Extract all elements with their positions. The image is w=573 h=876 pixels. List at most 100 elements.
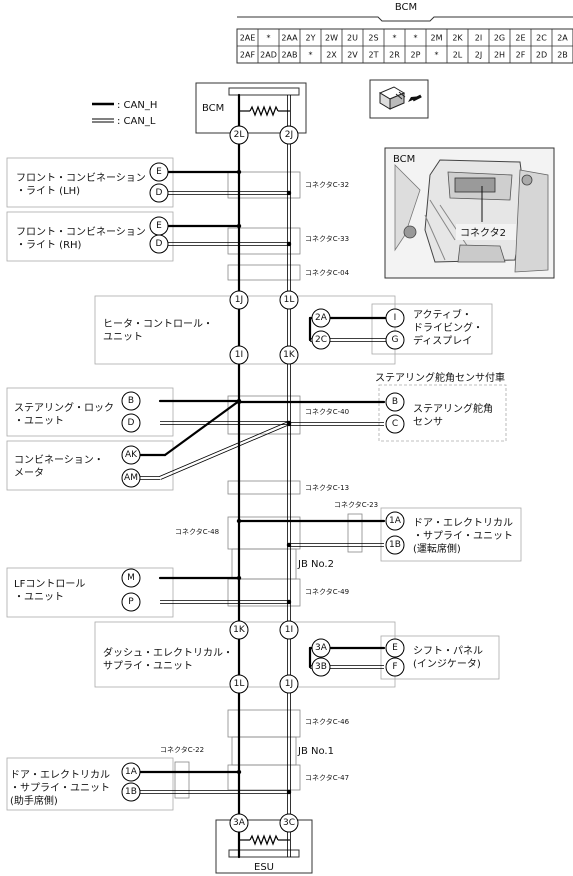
pin-circle: [121, 762, 141, 782]
pin-label: G: [392, 335, 399, 345]
heater-label-1: ヒータ・コントロール・: [103, 318, 213, 330]
pin-circle: [121, 468, 141, 488]
can-h-wire: [163, 399, 241, 457]
bcm-pin-cell: 2J: [475, 51, 482, 60]
flc-rh-label-1: フロント・コンビネーション: [16, 226, 146, 238]
steer-sensor-note: ステアリング舵角センサ付車: [375, 371, 505, 384]
bcm-pin-cell: *: [414, 34, 418, 43]
pin-label: 1J: [235, 295, 243, 305]
pin-circle: [279, 290, 299, 310]
pin-label: 3A: [233, 818, 246, 828]
pin-circle: [385, 511, 405, 531]
pin-circle: [121, 445, 141, 465]
pin-label: P: [128, 597, 134, 607]
flc-lh-label-2: ・ライト (LH): [16, 185, 80, 197]
bcm-pin-cell: 2B: [557, 51, 568, 60]
flc-rh-box: [6, 211, 174, 262]
heater-label-2: ユニット: [103, 332, 143, 343]
adisp-label-2: ドライビング・: [413, 321, 483, 334]
pin-label: 1A: [389, 516, 402, 526]
bcm-connector-title: BCM: [395, 2, 417, 13]
esu-title: ESU: [254, 862, 274, 873]
desu-label-2: サプライ・ユニット: [103, 660, 193, 672]
can-l-wire: [159, 421, 289, 477]
unit-labels: フロント・コンビネーション ・ライト (LH) フロント・コンビネーション ・ラ…: [10, 172, 513, 807]
jb2-block: [231, 548, 297, 580]
pin-label: E: [156, 221, 162, 231]
lf-label-1: LFコントロール: [14, 579, 85, 590]
pin-label: M: [127, 573, 135, 583]
junction-dot: [236, 769, 242, 775]
meter-label-1: コンビネーション・: [14, 454, 104, 466]
pin-circle: [229, 674, 249, 694]
bcm-pin-cell: 2H: [494, 51, 505, 60]
pin-circle: [229, 345, 249, 365]
pin-label: 3A: [315, 643, 328, 653]
legend-can-h: : CAN_H: [117, 100, 157, 111]
junction-dot: [286, 599, 292, 605]
wire-legend: : CAN_H : CAN_L: [92, 100, 157, 127]
pin-circle: [385, 535, 405, 555]
pin-circle: [385, 330, 405, 350]
pin-label: 1J: [285, 679, 293, 689]
bcm-pin-cell: *: [309, 51, 313, 60]
steer-lock-label-2: ・ユニット: [14, 416, 64, 427]
bcm-pin-cell: 2K: [452, 34, 463, 43]
pin-circle: [121, 592, 141, 612]
pin-circle: [121, 568, 141, 588]
c40-label: コネクタC-40: [305, 407, 349, 416]
pin-circle: [279, 813, 299, 833]
photo-connector-label: コネクタ2: [460, 227, 506, 239]
bcm-pin-cell: 2I: [475, 34, 482, 43]
bcm-pin-cell: *: [435, 51, 439, 60]
bcm-pin-cell: 2AF: [240, 51, 256, 60]
bcm-pin-cell: 2AA: [281, 34, 298, 43]
esu-module: ESU: [215, 819, 313, 874]
pin-circle: [149, 234, 169, 254]
c49-label: コネクタC-49: [305, 587, 349, 596]
meter-box: [6, 440, 174, 491]
pin-label: 3B: [315, 662, 327, 672]
pin-label: 1L: [284, 295, 295, 305]
c13-block: [227, 480, 301, 495]
door-pass-label-1: ドア・エレクトリカル: [10, 769, 110, 781]
jb1-label: JB No.1: [297, 746, 334, 757]
unit-boxes: [6, 157, 522, 811]
connector-labels: コネクタC-32 コネクタC-33 コネクタC-04 コネクタC-40 コネクタ…: [160, 180, 378, 782]
c40-block: [227, 395, 301, 435]
door-drv-label-1: ドア・エレクトリカル: [413, 517, 513, 529]
c48-label: コネクタC-48: [175, 527, 219, 536]
adisp-label-1: アクティブ・: [413, 308, 472, 321]
c13-label: コネクタC-13: [305, 483, 349, 492]
bcm-pin-cell: 2D: [536, 51, 547, 60]
pin-label: AK: [125, 450, 138, 460]
pin-circle: [385, 414, 405, 434]
steer-sensor-box: [378, 384, 507, 442]
pin-label: E: [392, 643, 398, 653]
shift-label-2: (インジケータ): [413, 658, 481, 670]
junction-dot: [236, 399, 242, 405]
bcm-module: BCM: [195, 82, 307, 134]
c22-label: コネクタC-22: [160, 745, 204, 754]
pin-circle: [279, 345, 299, 365]
pin-circle: [385, 657, 405, 677]
pin-circle: [279, 620, 299, 640]
bcm-pin-cell: 2A: [557, 34, 568, 43]
pin-circle: [121, 782, 141, 802]
pin-circle: [229, 290, 249, 310]
jb2-label: JB No.2: [297, 559, 334, 570]
door-pass-label-2: ・サプライ・ユニット: [10, 782, 110, 794]
c33-label: コネクタC-33: [305, 234, 349, 243]
shift-box: [380, 635, 500, 680]
bcm-photo-inset: BCM コネクタ2: [384, 147, 555, 279]
c23-label: コネクタC-23: [334, 500, 378, 509]
pin-label: E: [156, 167, 162, 177]
pin-label: 2J: [285, 130, 293, 140]
pin-label: C: [392, 419, 398, 429]
pin-label: D: [128, 418, 135, 428]
pin-label: 1K: [283, 350, 296, 360]
pin-label: 1I: [285, 625, 293, 635]
